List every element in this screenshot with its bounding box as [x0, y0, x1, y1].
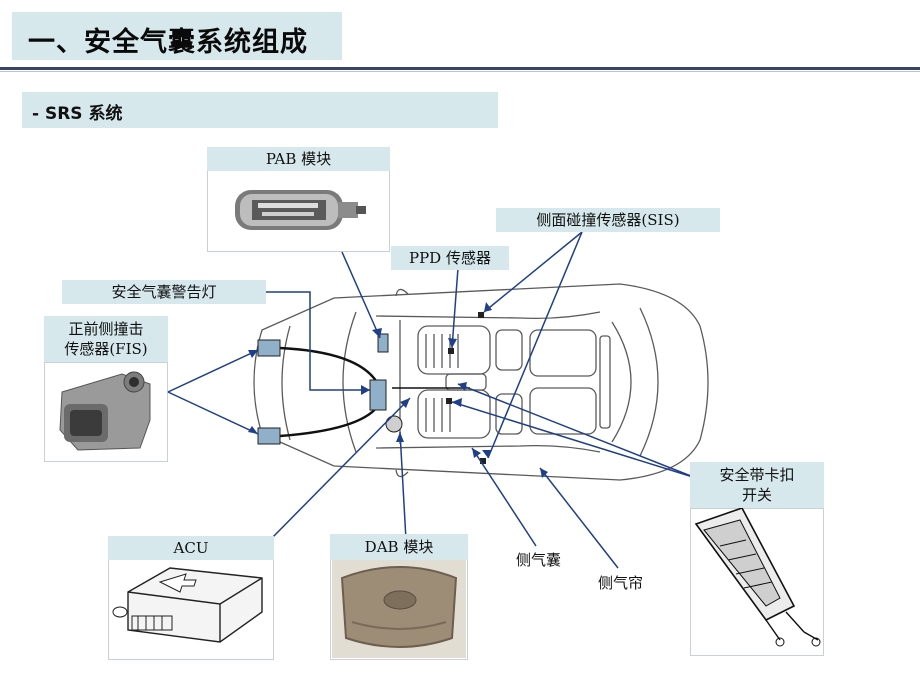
side-airbag-label: 侧气囊 [516, 551, 562, 569]
buckle-label-line1: 安全带卡扣 [719, 466, 795, 484]
dab-module-image [332, 560, 466, 658]
buckle-image [694, 507, 821, 647]
dab-marker [385, 415, 403, 433]
acu-marker [369, 379, 387, 411]
acu-label: ACU [108, 536, 274, 560]
car-outline [253, 283, 709, 481]
pointer-arrowheads [248, 302, 548, 478]
wiring-harness [279, 346, 380, 438]
pab-module-image [235, 190, 366, 230]
fis-sensor-left [257, 339, 281, 357]
fis-label: 正前侧撞击 传感器(FIS) [44, 316, 168, 362]
dab-label: DAB 模块 [330, 534, 468, 560]
ppd-label: PPD 传感器 [391, 246, 509, 270]
fis-sensor-image [59, 371, 151, 451]
curtain-label: 侧气帘 [598, 574, 644, 592]
title-banner: 一、安全气囊系统组成 [12, 12, 342, 60]
sensor-markers [257, 312, 486, 464]
pointer-lines [167, 231, 697, 569]
subtitle: - SRS 系统 [32, 104, 123, 124]
subtitle-banner: - SRS 系统 [22, 92, 498, 128]
ppd-marker [448, 348, 454, 354]
acu-image [112, 567, 263, 643]
buckle-label: 安全带卡扣 开关 [690, 462, 824, 508]
header-divider-thin [0, 71, 920, 72]
fis-sensor-right [257, 427, 281, 445]
pab-label: PAB 模块 [207, 147, 390, 171]
fis-label-line2: 传感器(FIS) [64, 340, 148, 358]
warning-lamp-label: 安全气囊警告灯 [62, 280, 266, 304]
buckle-label-line2: 开关 [741, 486, 772, 504]
header-divider [0, 67, 920, 70]
page-title: 一、安全气囊系统组成 [28, 27, 308, 58]
buckle-marker [446, 398, 452, 404]
pab-marker [377, 333, 389, 353]
sis-label: 侧面碰撞传感器(SIS) [496, 208, 720, 232]
sis-marker-top [478, 312, 484, 318]
sis-marker-bottom [480, 458, 486, 464]
fis-label-line1: 正前侧撞击 [68, 320, 144, 338]
